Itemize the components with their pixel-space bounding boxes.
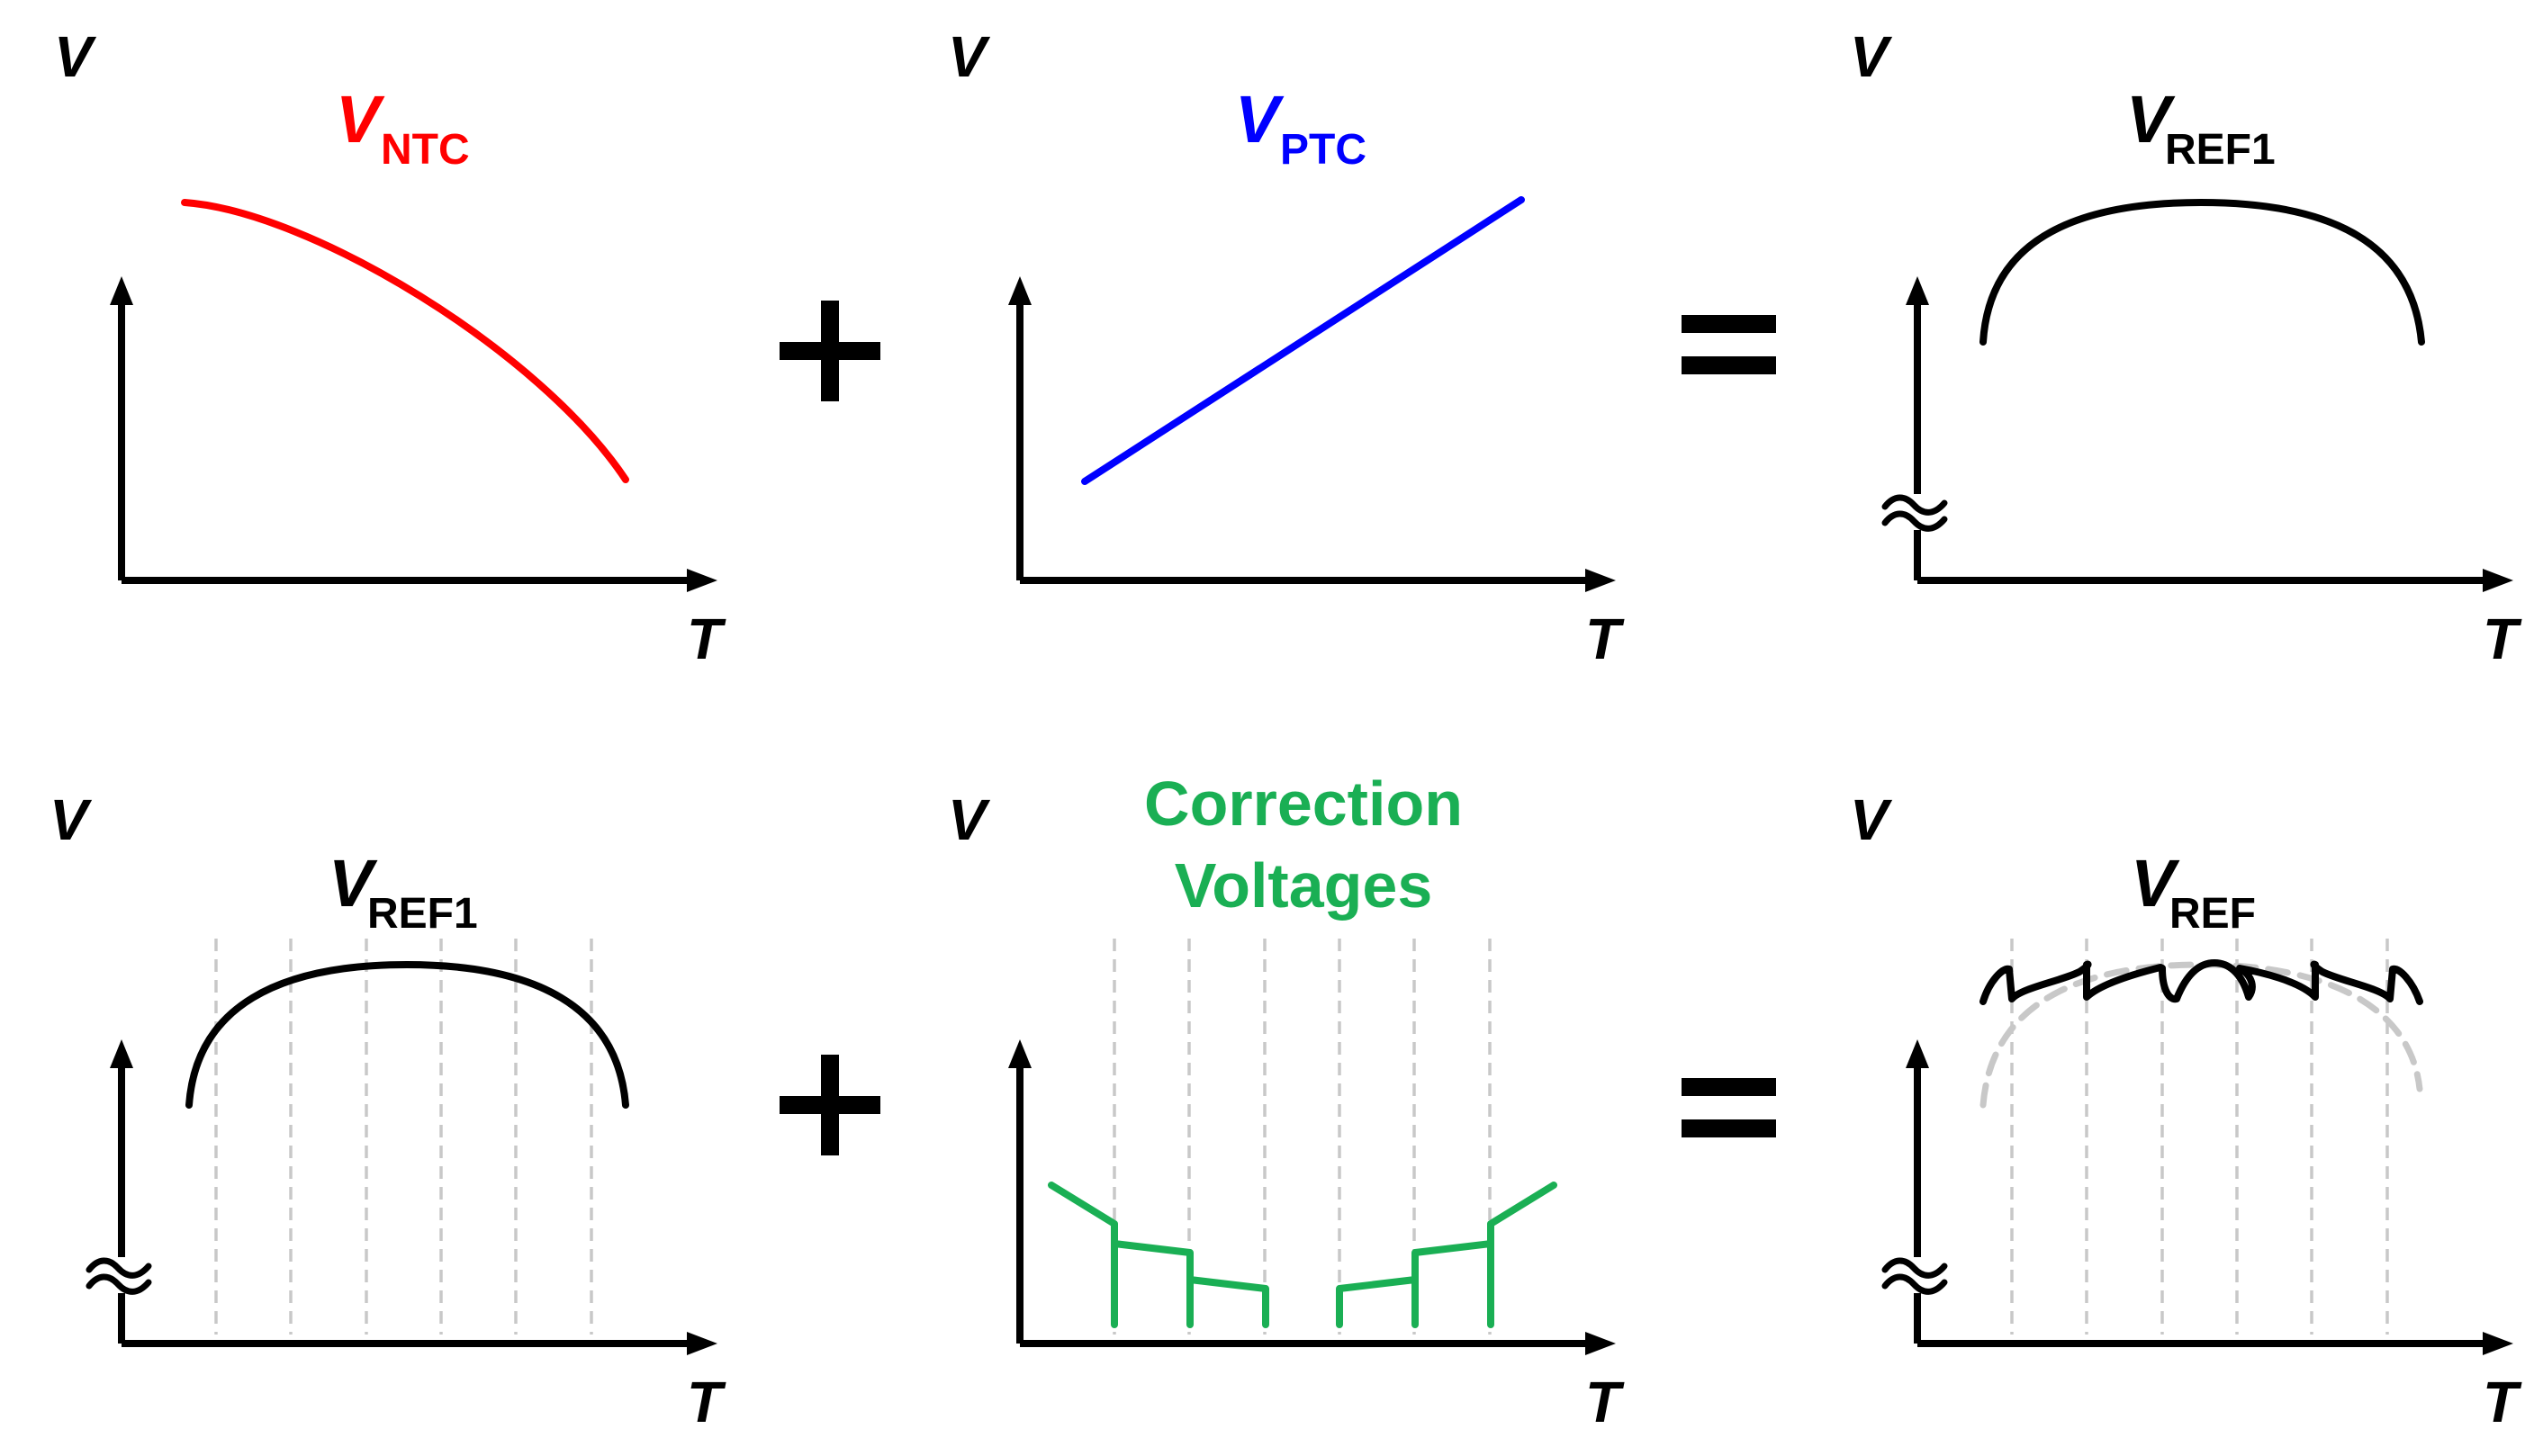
equals-operator-row1 (1682, 315, 1776, 374)
axes (1008, 1039, 1616, 1355)
axes (1008, 276, 1616, 592)
vref1-top-label: V REF1 (2126, 82, 2276, 174)
vref-label: V REF (2131, 846, 2256, 938)
panel-vref1-bottom: V T (50, 787, 726, 1434)
vref1-top-label-sub: REF1 (2165, 126, 2276, 174)
correction-right-half (1336, 1182, 1557, 1328)
vref-sawtooth-curve (1979, 959, 2423, 1005)
vref1-top-label-main: V (2126, 82, 2176, 157)
vref1-bottom-curve (185, 961, 629, 1109)
ntc-label-main: V (336, 82, 385, 157)
panel-correction: V T (948, 787, 1625, 1434)
ntc-label-sub: NTC (381, 126, 470, 174)
y-axis-label: V (948, 787, 991, 852)
correction-waveform (1048, 1182, 1557, 1328)
vref1-bottom-label-main: V (329, 846, 378, 921)
x-axis-label: T (687, 1370, 726, 1434)
ptc-label: V PTC (1235, 82, 1366, 174)
x-axis-label: T (1585, 607, 1625, 671)
x-axis-label: T (687, 607, 726, 671)
panel-ntc: V T (54, 24, 726, 671)
vref-label-main: V (2131, 846, 2180, 921)
correction-label-line2: Voltages (1175, 850, 1433, 921)
ntc-label: V NTC (336, 82, 470, 174)
ptc-line (1081, 196, 1525, 485)
correction-left-half (1048, 1182, 1269, 1328)
panel-ptc: V T (948, 24, 1625, 671)
vref-label-sub: REF (2169, 890, 2256, 938)
ptc-label-main: V (1235, 82, 1285, 157)
y-axis-label: V (948, 24, 991, 89)
vref1-top-curve (1979, 199, 2425, 346)
ntc-curve (181, 199, 629, 483)
equals-operator-row2 (1682, 1078, 1776, 1137)
y-axis-label: V (1850, 24, 1893, 89)
x-axis-label: T (2483, 607, 2522, 671)
x-axis-label: T (2483, 1370, 2522, 1434)
correction-label-line1: Correction (1144, 768, 1463, 839)
ptc-label-sub: PTC (1280, 126, 1366, 174)
panel-vref1-top: V T (1850, 24, 2522, 671)
correction-label: Correction Voltages (1144, 768, 1463, 921)
plus-operator-row2 (780, 1055, 880, 1155)
y-axis-label: V (50, 787, 93, 852)
y-axis-label: V (1850, 787, 1893, 852)
axes (110, 276, 717, 592)
panel-vref: V T (1850, 787, 2522, 1434)
vref1-bottom-label-sub: REF1 (367, 890, 478, 938)
vref1-bottom-label: V REF1 (329, 846, 478, 938)
y-axis-label: V (54, 24, 97, 89)
plus-operator-row1 (780, 301, 880, 401)
x-axis-label: T (1585, 1370, 1625, 1434)
